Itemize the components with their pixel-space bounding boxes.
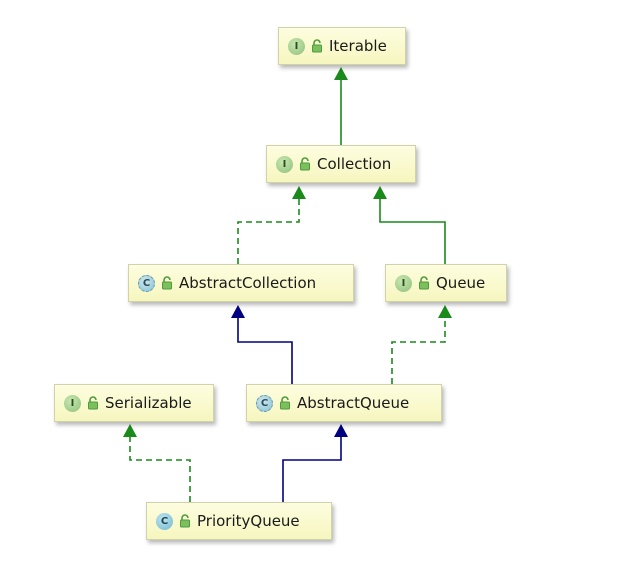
edge-priority-queue-to-abstract-queue <box>282 424 348 502</box>
node-priority-queue[interactable]: C PriorityQueue <box>146 502 332 540</box>
arrowhead <box>373 186 387 199</box>
public-lock-icon <box>311 39 323 53</box>
node-label: Serializable <box>105 394 192 412</box>
abstract-class-icon: C <box>138 274 155 292</box>
node-label: PriorityQueue <box>197 512 300 530</box>
interface-icon: I <box>395 274 412 292</box>
arrowhead <box>334 67 348 80</box>
edge-collection-to-iterable <box>334 67 348 145</box>
node-label: Queue <box>436 274 486 292</box>
class-icon: C <box>156 512 173 530</box>
interface-icon: I <box>64 394 81 412</box>
edge-abstract-collection-to-collection <box>237 186 306 264</box>
public-lock-icon <box>279 396 291 410</box>
edge-line <box>237 317 293 384</box>
abstract-class-icon: C <box>256 394 273 412</box>
arrowhead <box>231 305 245 318</box>
edge-line <box>391 317 446 384</box>
node-collection[interactable]: I Collection <box>266 145 416 183</box>
edge-abstract-queue-to-abstract-collection <box>231 305 293 384</box>
interface-icon: I <box>276 155 293 173</box>
public-lock-icon <box>179 514 191 528</box>
edge-line <box>237 198 300 264</box>
node-serializable[interactable]: I Serializable <box>54 384 214 422</box>
edge-line <box>282 436 342 502</box>
arrowhead <box>334 424 348 437</box>
arrowhead <box>292 186 306 199</box>
edge-queue-to-collection <box>373 186 446 264</box>
edge-priority-queue-to-serializable <box>123 424 191 502</box>
node-queue[interactable]: I Queue <box>385 264 507 302</box>
node-abstract-queue[interactable]: C AbstractQueue <box>246 384 442 422</box>
interface-icon: I <box>288 37 305 55</box>
edge-line <box>379 198 446 264</box>
edge-abstract-queue-to-queue <box>391 305 452 384</box>
node-label: Iterable <box>329 37 387 55</box>
public-lock-icon <box>161 276 173 290</box>
node-iterable[interactable]: I Iterable <box>278 27 406 65</box>
node-label: Collection <box>317 155 392 173</box>
arrowhead <box>123 424 137 437</box>
edge-line <box>129 436 191 502</box>
public-lock-icon <box>87 396 99 410</box>
public-lock-icon <box>299 157 311 171</box>
node-label: AbstractQueue <box>297 394 410 412</box>
node-label: AbstractCollection <box>179 274 317 292</box>
public-lock-icon <box>418 276 430 290</box>
node-abstract-collection[interactable]: C AbstractCollection <box>128 264 354 302</box>
arrowhead <box>438 305 452 318</box>
